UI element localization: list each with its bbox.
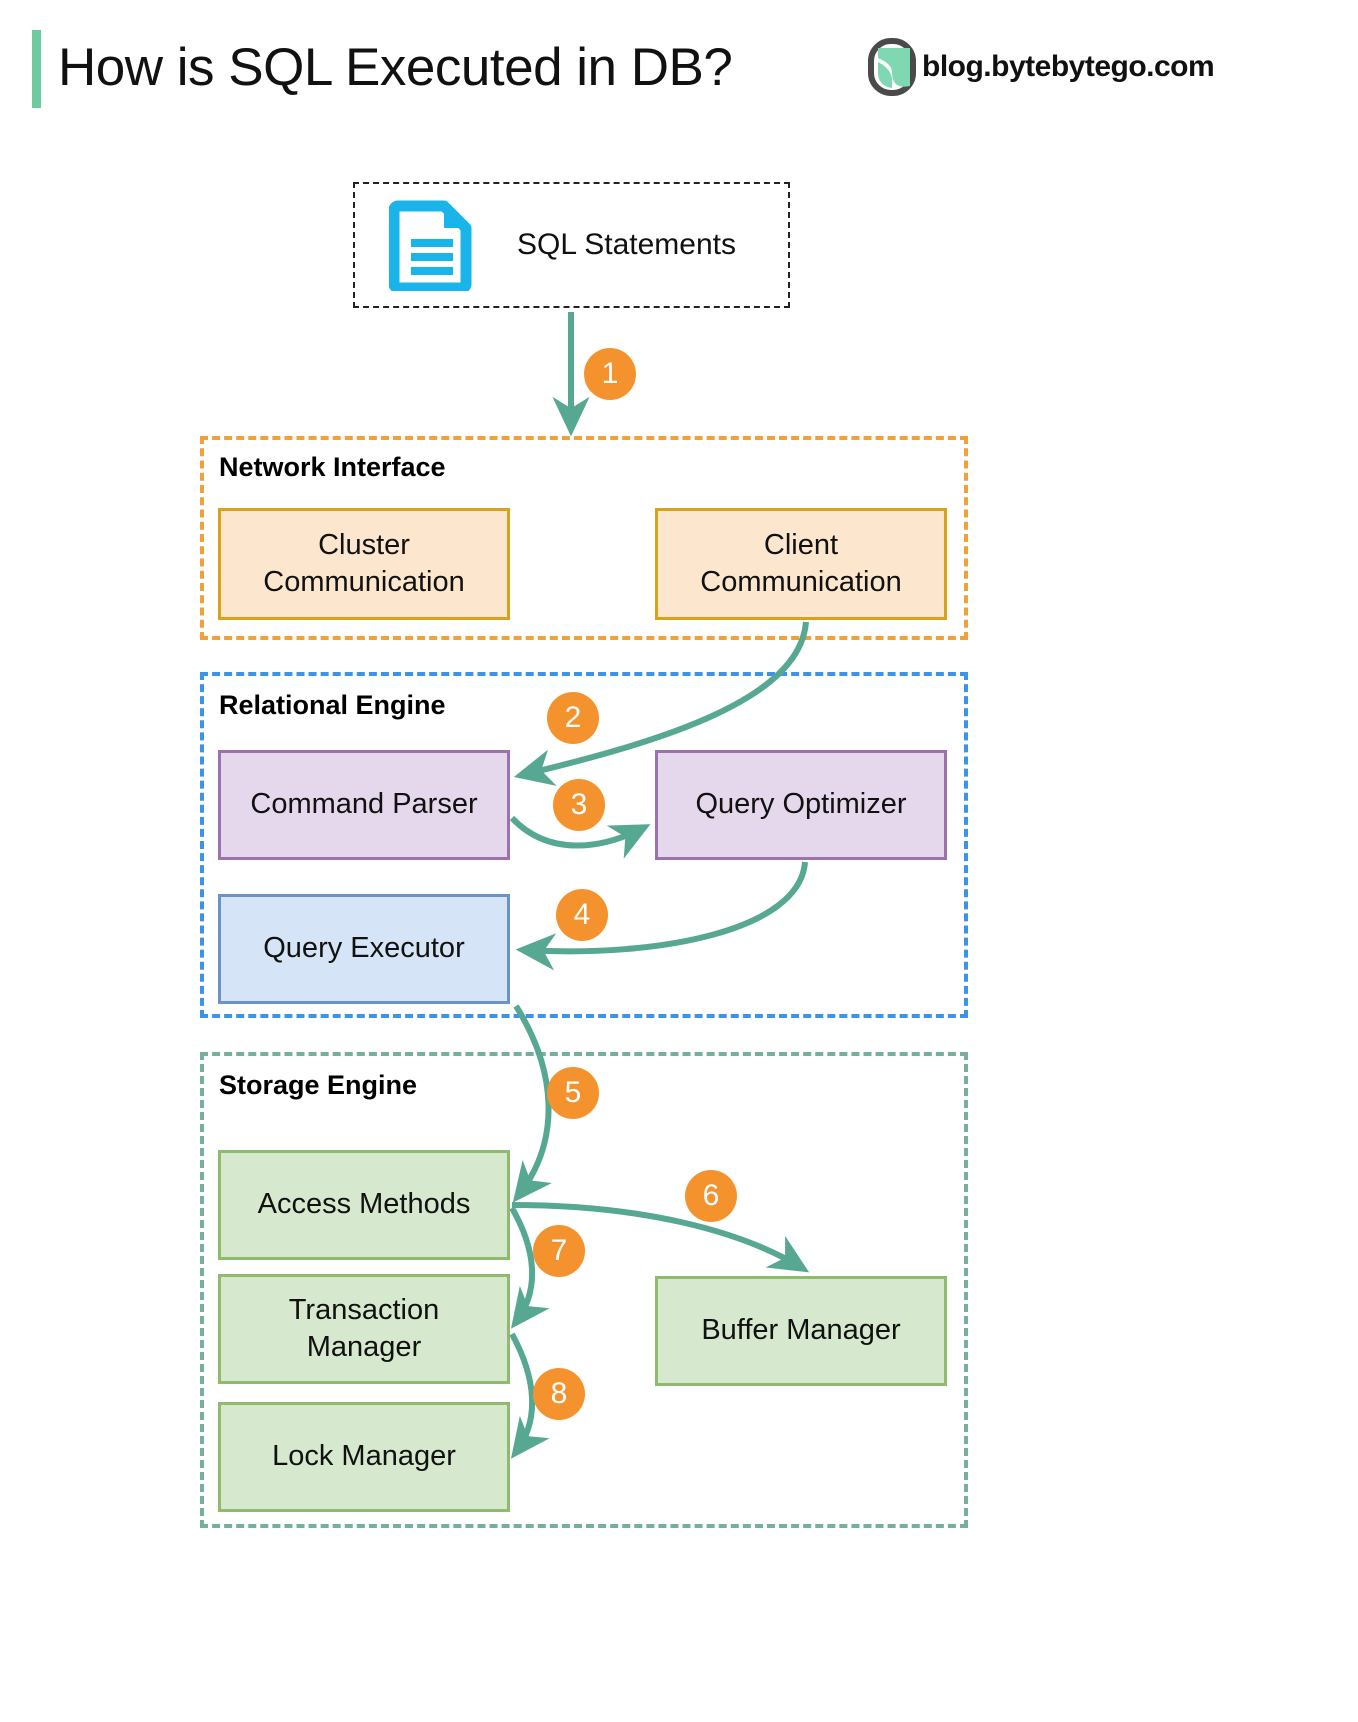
page-title: How is SQL Executed in DB? [58,38,733,97]
node-transaction-manager[interactable]: Transaction Manager [218,1274,510,1384]
step-badge-7: 7 [533,1225,585,1277]
step-badge-8: 8 [533,1368,585,1420]
sql-statements-box: SQL Statements [353,182,790,308]
cluster-communication-line2: Communication [263,566,465,598]
document-icon [389,200,472,291]
client-communication-line2: Communication [700,566,902,598]
brand: blog.bytebytego.com [868,38,1215,96]
step-badge-4: 4 [556,889,608,941]
node-buffer-manager[interactable]: Buffer Manager [655,1276,947,1386]
node-label-wrap: Transaction Manager [289,1292,439,1366]
sql-statements-label: SQL Statements [517,228,736,261]
group-label-relational-engine: Relational Engine [219,690,446,720]
node-cluster-communication[interactable]: Cluster Communication [218,508,510,620]
step-badge-2: 2 [547,692,599,744]
transaction-manager-line2: Manager [306,1331,422,1363]
group-storage-engine [200,1052,968,1528]
buffer-manager-label: Buffer Manager [701,1314,901,1347]
node-query-optimizer[interactable]: Query Optimizer [655,750,947,860]
group-label-storage-engine: Storage Engine [219,1070,418,1100]
query-executor-label: Query Executor [263,932,465,965]
access-methods-label: Access Methods [257,1188,471,1221]
query-optimizer-label: Query Optimizer [695,788,907,821]
node-label-wrap: Cluster Communication [263,527,464,601]
command-parser-label: Command Parser [250,788,478,821]
step-badge-1: 1 [584,348,636,400]
group-label-network-interface: Network Interface [219,452,446,482]
step-badge-5: 5 [547,1067,599,1119]
lock-manager-label: Lock Manager [272,1440,456,1473]
bytebytego-logo-icon [868,38,916,96]
node-query-executor[interactable]: Query Executor [218,894,510,1004]
transaction-manager-line1: Transaction [288,1293,440,1326]
node-access-methods[interactable]: Access Methods [218,1150,510,1260]
node-command-parser[interactable]: Command Parser [218,750,510,860]
step-badge-6: 6 [685,1170,737,1222]
step-badge-3: 3 [553,779,605,831]
node-lock-manager[interactable]: Lock Manager [218,1402,510,1512]
page-header: How is SQL Executed in DB? blog.bytebyte… [0,0,1358,140]
brand-text: blog.bytebytego.com [922,50,1215,83]
node-client-communication[interactable]: Client Communication [655,508,947,620]
title-accent-bar [32,30,41,108]
cluster-communication-line1: Cluster [318,528,410,561]
node-label-wrap: Client Communication [700,527,901,601]
client-communication-line1: Client [763,528,839,561]
